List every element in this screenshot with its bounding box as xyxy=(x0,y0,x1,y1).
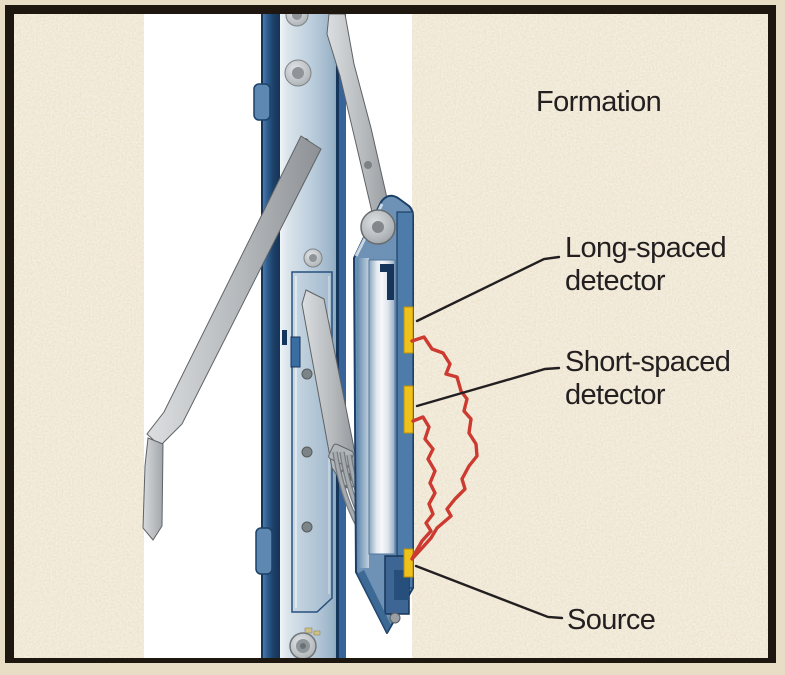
body-face-left-line xyxy=(278,14,280,658)
glint-2 xyxy=(313,630,321,636)
body-left-stripe xyxy=(263,14,279,658)
pad-latch-detail xyxy=(380,264,394,300)
formation-left-speckle xyxy=(14,14,144,658)
long-spaced-label-line2: detector xyxy=(565,265,666,297)
source-label: Source xyxy=(567,604,655,636)
short-spaced-label-line1: Short-spaced xyxy=(565,346,730,378)
top-arm-bolt xyxy=(364,161,372,169)
panel-bolt-2 xyxy=(301,446,313,458)
pad-bottom-screw xyxy=(389,612,401,624)
gamma-ray-paths xyxy=(410,335,479,561)
labels: Formation Long-spaced detector Short-spa… xyxy=(536,86,731,636)
long-spaced-detector-window xyxy=(403,306,414,354)
panel-bolt-3 xyxy=(301,521,313,533)
pad-tip-shading xyxy=(357,570,391,633)
formation-label: Formation xyxy=(536,86,661,118)
formation-right-speckle xyxy=(412,14,768,658)
callout-line-short-spaced xyxy=(415,366,561,408)
bolt-bottom-center xyxy=(300,643,306,649)
short-spaced-detector-window xyxy=(403,385,414,434)
panel-bolt-1 xyxy=(301,368,313,380)
body-side-tab-lower xyxy=(255,527,273,575)
caliper-arm xyxy=(142,135,322,541)
body-slot-large xyxy=(290,336,301,368)
pad-left-band xyxy=(357,258,369,568)
callout-line-source xyxy=(414,564,564,620)
detector-pad xyxy=(353,194,414,634)
source-window xyxy=(403,548,414,578)
pad-channel xyxy=(368,259,396,555)
caliper-arm-blade xyxy=(142,437,164,541)
pad-top-pivot-bolt xyxy=(372,221,384,233)
gamma-path-short-spaced xyxy=(411,415,437,559)
body-right-edge xyxy=(339,14,346,658)
bolt-mid-center xyxy=(309,254,317,262)
glint-1 xyxy=(304,627,313,634)
scene: Formation Long-spaced detector Short-spa… xyxy=(14,14,768,658)
formation-right xyxy=(412,14,768,658)
body-left-outline xyxy=(261,14,263,658)
body-slot-small xyxy=(282,330,287,345)
short-spaced-label-line2: detector xyxy=(565,379,666,411)
body-side-tab-upper xyxy=(253,83,271,121)
callout-line-long-spaced xyxy=(415,255,561,323)
sonde-body xyxy=(253,14,346,658)
bolt-upper-center xyxy=(292,67,304,79)
body-bolts xyxy=(284,14,323,658)
formation-left xyxy=(14,14,144,658)
gamma-path-long-spaced xyxy=(410,335,479,561)
long-spaced-label-line1: Long-spaced xyxy=(565,232,726,264)
callout-lines xyxy=(414,255,564,620)
bolt-top-center xyxy=(292,14,302,20)
body-face-right-line xyxy=(336,14,339,658)
